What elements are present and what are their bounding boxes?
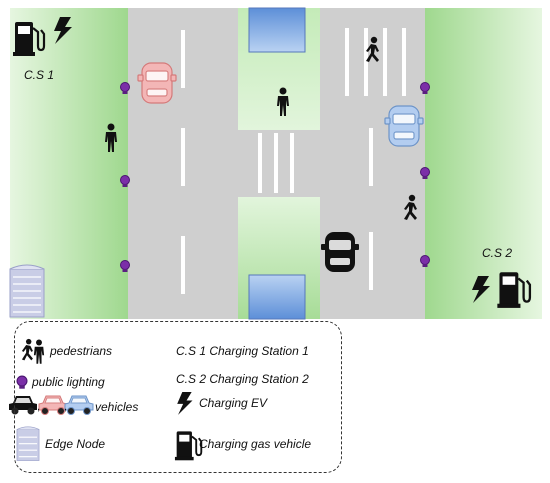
legend-pedestrians: pedestrians [50, 344, 113, 358]
red-car-icon [137, 62, 177, 104]
legend-vehicles: vehicles [95, 400, 139, 414]
legend-charging-ev: Charging EV [199, 396, 268, 410]
legend-edge-node-icon [16, 426, 40, 461]
legend-box [14, 321, 342, 473]
station1-label: C.S 1 [24, 68, 55, 82]
legend-cs2: C.S 2 Charging Station 2 [176, 372, 309, 386]
station2-label: C.S 2 [482, 246, 513, 260]
edge-node-building-icon [9, 264, 45, 318]
edge-node-block-bottom [248, 274, 306, 320]
right-grass-area [425, 8, 542, 319]
svg-text:,: , [64, 401, 67, 413]
blue-car-icon [384, 105, 424, 147]
legend-edge-node: Edge Node [45, 437, 106, 451]
svg-text:,: , [37, 401, 40, 413]
crosswalk-middle [258, 133, 294, 193]
lane-markings [181, 30, 373, 294]
legend-public-lighting: public lighting [32, 375, 105, 389]
legend-cs1: C.S 1 Charging Station 1 [176, 344, 309, 358]
edge-node-block-top [248, 7, 306, 53]
legend-charging-gas: Charging gas vehicle [199, 437, 312, 451]
black-car-icon [321, 232, 359, 272]
crosswalk-top [345, 28, 406, 96]
